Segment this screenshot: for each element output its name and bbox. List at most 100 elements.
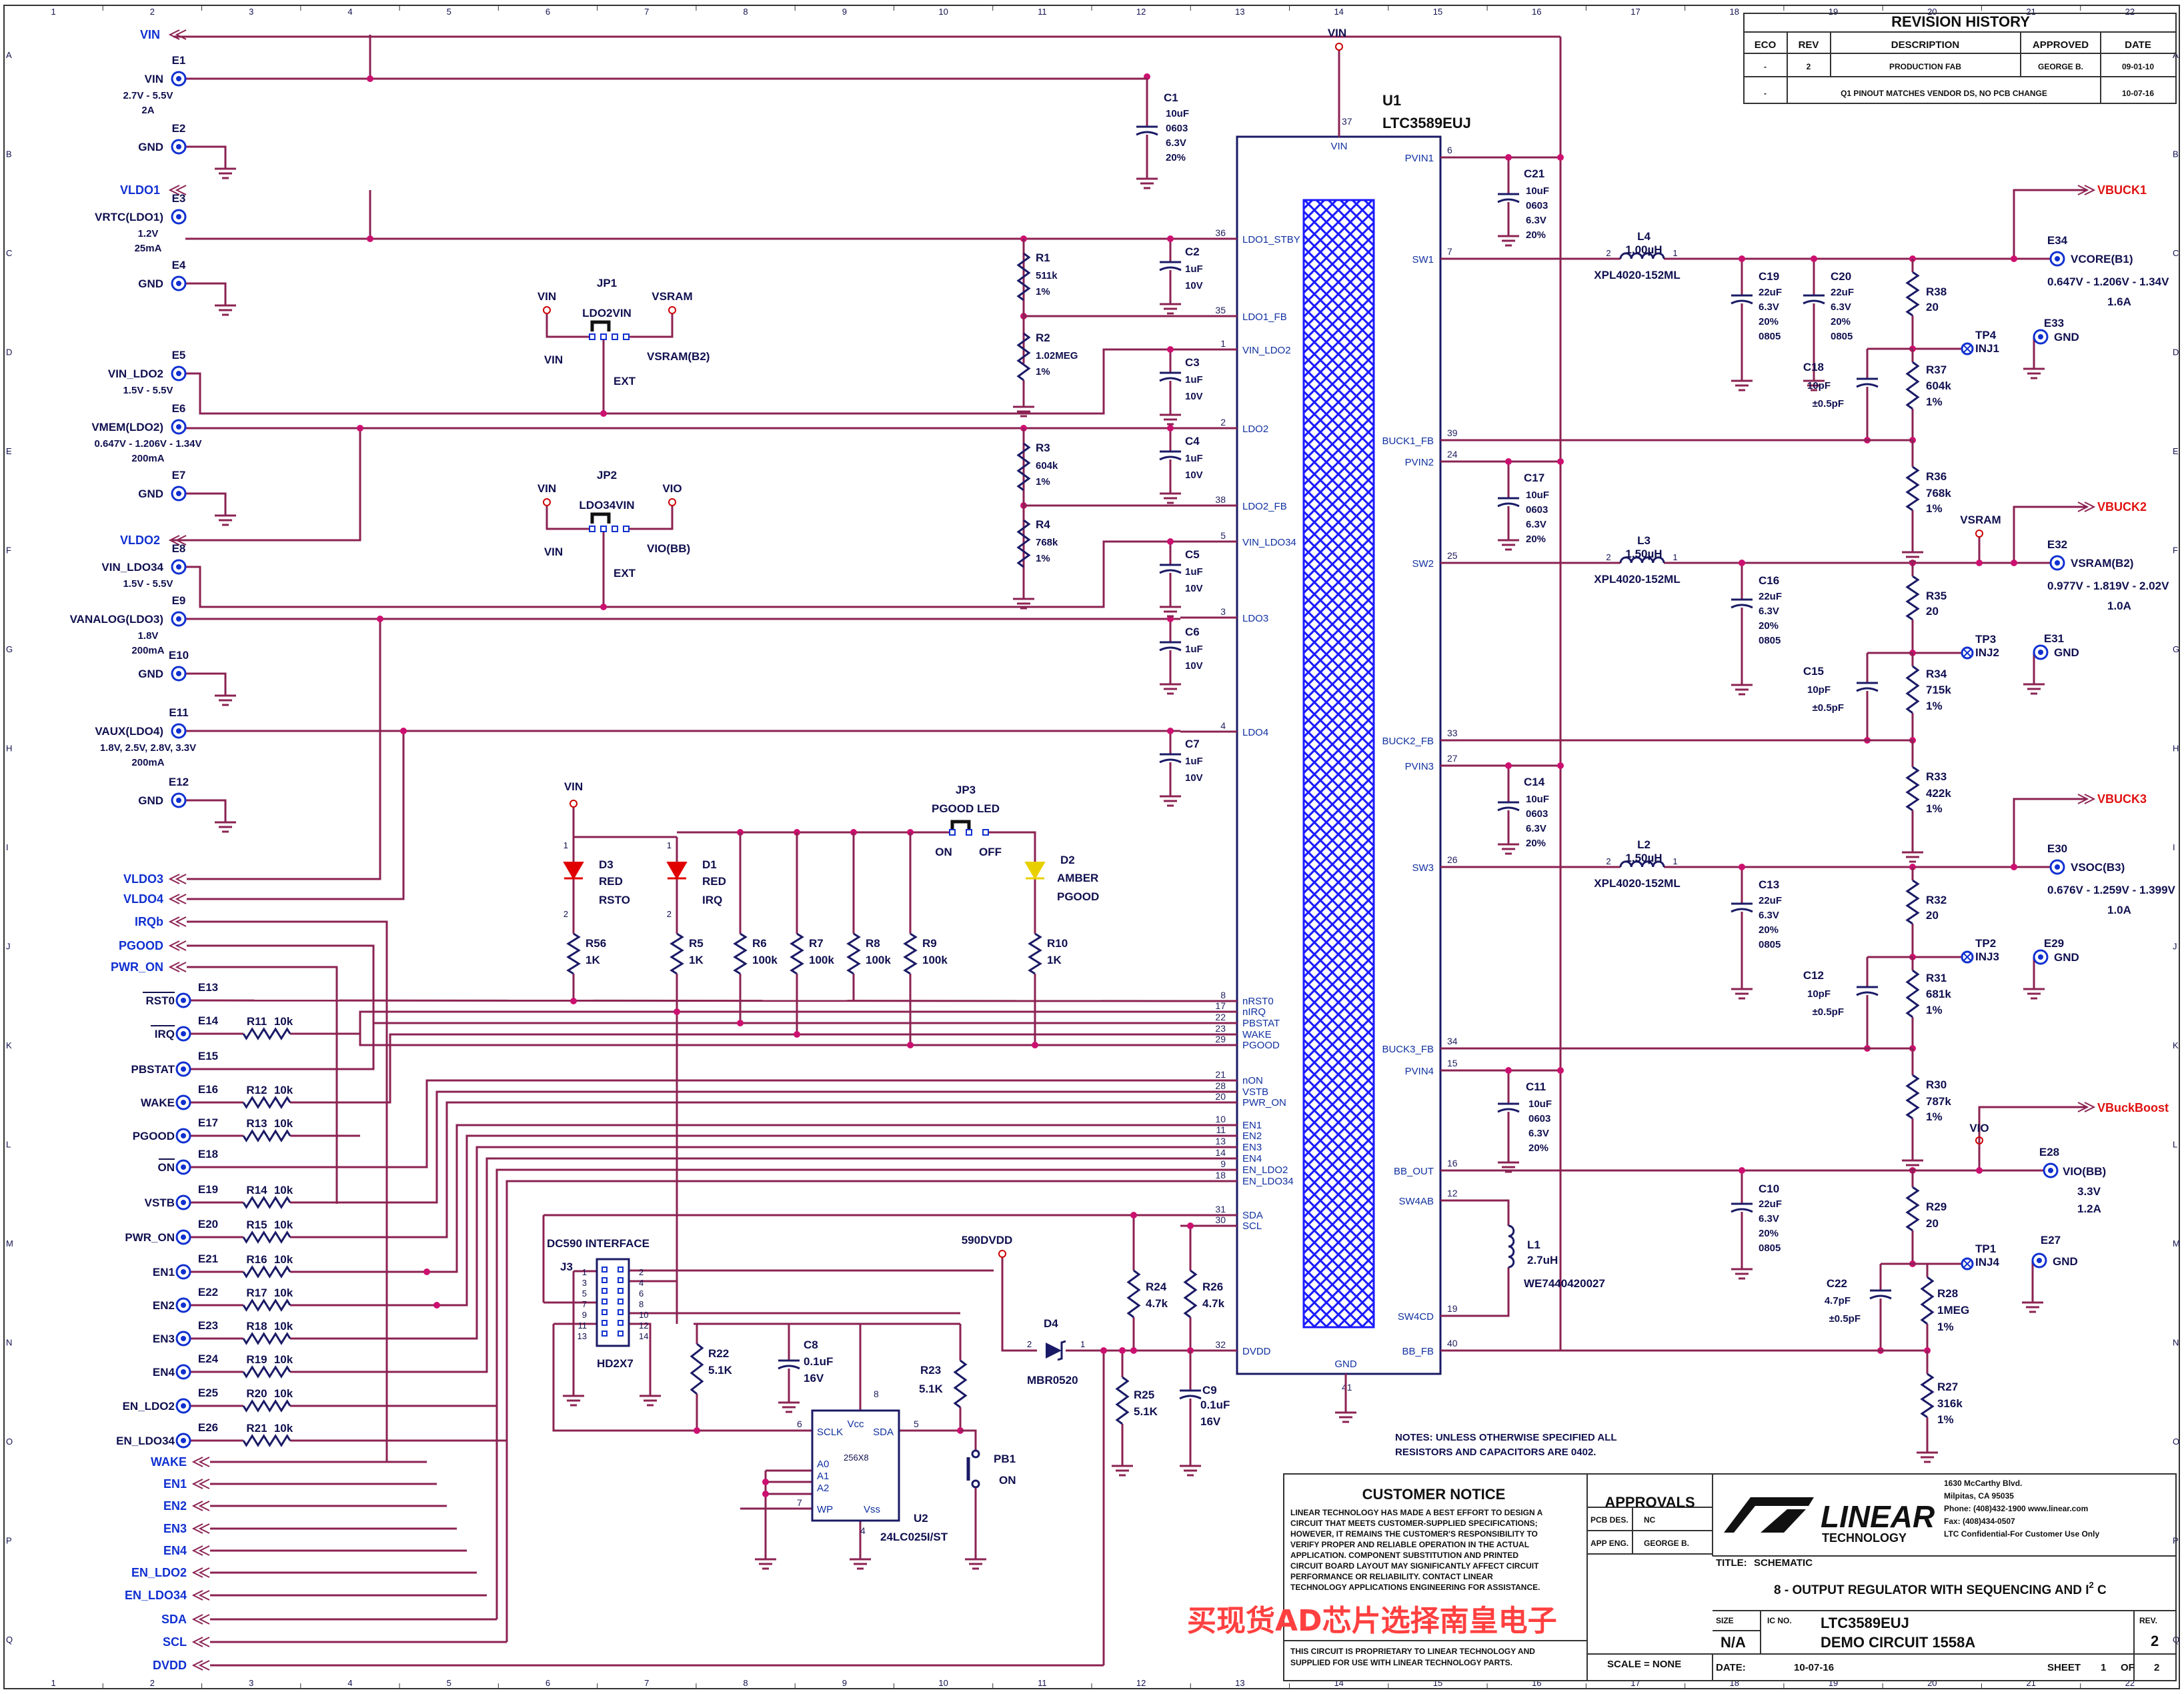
pin-num: 1 [564, 840, 568, 850]
led-func: RSTO [599, 894, 630, 906]
vin-top-label: VIN [1328, 27, 1346, 39]
bb-out-name: VIO(BB) [2063, 1165, 2106, 1178]
ic-pin-name: SCL [1242, 1220, 1262, 1232]
grid-col-label: 12 [1136, 1678, 1146, 1688]
watermark: 买现货AD芯片选择南皇电子 [1187, 1604, 1557, 1638]
jp2-left2: VIN [544, 546, 563, 558]
title-block: CUSTOMER NOTICE LINEAR TECHNOLOGY HAS MA… [1283, 1473, 2177, 1681]
terminal-e4 [171, 275, 187, 291]
ic-pin-name: PVIN1 [1405, 153, 1434, 164]
dc590-pin-pad [602, 1299, 608, 1305]
io-terminal-ref: E17 [198, 1116, 218, 1129]
jp2-ext: EXT [614, 567, 636, 580]
pullup-value: 100k [922, 954, 948, 966]
io-terminal-label: IRQ [155, 1028, 175, 1040]
buck1-net-arrow [2077, 185, 2096, 195]
ldo-cap-value: 1uF [1185, 756, 1203, 767]
ground-symbol [1160, 292, 1181, 315]
io-terminal-label: EN4 [153, 1366, 175, 1379]
terminal-e11 [171, 723, 187, 739]
junction [1739, 1167, 1745, 1174]
buck3-rtop [1905, 969, 1920, 1018]
buck1-ind-ref: L4 [1637, 230, 1651, 243]
junction [1739, 560, 1745, 566]
led-d3 [563, 862, 584, 880]
terminal-e10 [171, 666, 187, 682]
bb-gnd-terminal [2031, 1252, 2047, 1268]
jp2-shunt [590, 512, 611, 524]
io-resistor-r19 [242, 1365, 291, 1379]
sheet-num: 1 [2101, 1662, 2106, 1673]
customer-notice-line: HOWEVER, IT REMAINS THE CUSTOMER'S RESPO… [1290, 1529, 1538, 1539]
ldo-cap-value: 10V [1185, 772, 1203, 784]
ic-pin-name: WAKE [1242, 1029, 1272, 1040]
junction [1557, 762, 1564, 769]
ldo-cap-value: 1uF [1185, 566, 1203, 578]
jp1-pin [623, 333, 630, 340]
bb-rbot-value: 316k [1937, 1397, 1963, 1410]
sheet-label: SHEET [2047, 1662, 2081, 1673]
buck2-cin-value: 6.3V [1526, 519, 1546, 530]
r26-resistor [1183, 1269, 1198, 1319]
bb-rbot-value: 1% [1937, 1413, 1954, 1426]
buck3-cout-value: 22uF [1759, 895, 1782, 906]
pb1-contact [971, 1479, 980, 1489]
buck3-inductor [1619, 860, 1665, 868]
led-color: RED [702, 875, 726, 888]
ground-symbol [1803, 369, 1825, 391]
net-label: EN_LDO34 [125, 1589, 187, 1602]
net-label: SDA [161, 1613, 187, 1626]
grid-row-label: M [2173, 1238, 2180, 1248]
ic-pin-number: 8 [1220, 990, 1226, 1000]
grid-col-label: 1 [51, 7, 56, 17]
ground-symbol [1136, 167, 1158, 189]
pullup-r6 [733, 932, 748, 975]
bb-cin-ref: C11 [1526, 1080, 1546, 1093]
net-arrow [191, 1567, 210, 1578]
approvals-title: APPROVALS [1604, 1494, 1695, 1511]
led-ref: D2 [1060, 854, 1075, 866]
buck1-cout-value: 22uF [1759, 287, 1782, 298]
wire [185, 145, 227, 157]
wiring [172, 35, 2087, 1667]
pb1-contact [971, 1449, 980, 1459]
buck2-cin-value: 10uF [1526, 490, 1549, 501]
grid-col-label: 16 [1532, 1678, 1541, 1688]
io-resistor-r14 [242, 1196, 291, 1209]
date-value: 10-07-16 [1794, 1662, 1834, 1673]
ic-pin-number: 2 [1220, 417, 1226, 428]
junction [1167, 728, 1174, 734]
io-terminal-e15 [175, 1061, 191, 1077]
ldo-cap-ref: C5 [1185, 548, 1200, 561]
io-res-value: 10k [274, 1287, 293, 1299]
bb-gnd-ref: E27 [2041, 1234, 2061, 1246]
ground-symbol [755, 1547, 776, 1570]
io-terminal-e21 [175, 1264, 191, 1280]
io-resistor-r15 [242, 1230, 291, 1244]
buck1-cout-ref: C20 [1831, 270, 1851, 283]
wire [960, 1429, 977, 1451]
junction [1976, 1167, 1983, 1174]
approval-eng-value: GEORGE B. [1644, 1539, 1689, 1548]
bb-rbot-ref: R27 [1937, 1381, 1958, 1393]
grid-col-label: 21 [2026, 1678, 2035, 1688]
net-label: VLDO3 [123, 872, 163, 886]
io-res-value: 10k [274, 1253, 293, 1266]
customer-notice-line: CIRCUIT BOARD LAYOUT MAY SIGNIFICANTLY A… [1290, 1561, 1539, 1571]
net-arrow [168, 940, 187, 951]
terminal-label: GND [138, 794, 163, 807]
r23-value: 5.1K [919, 1383, 944, 1395]
note-line-2: RESISTORS AND CAPACITORS ARE 0402. [1395, 1447, 1596, 1458]
junction [433, 1302, 440, 1309]
net-arrow [191, 1637, 210, 1647]
ldo-resistor-r4 [1016, 519, 1031, 568]
io-terminal-ref: E23 [198, 1319, 218, 1332]
jp1-name: LDO2VIN [582, 307, 632, 319]
buck2-out-name: VSRAM(B2) [2071, 557, 2133, 570]
buck1-rtop-ref: R37 [1926, 363, 1947, 376]
wire [988, 831, 1036, 840]
net-arrow [168, 874, 187, 884]
eeprom-pin-num: 7 [797, 1497, 802, 1508]
ldo-capacitor-c7 [1159, 753, 1182, 764]
ground-symbol [1731, 1257, 1753, 1280]
